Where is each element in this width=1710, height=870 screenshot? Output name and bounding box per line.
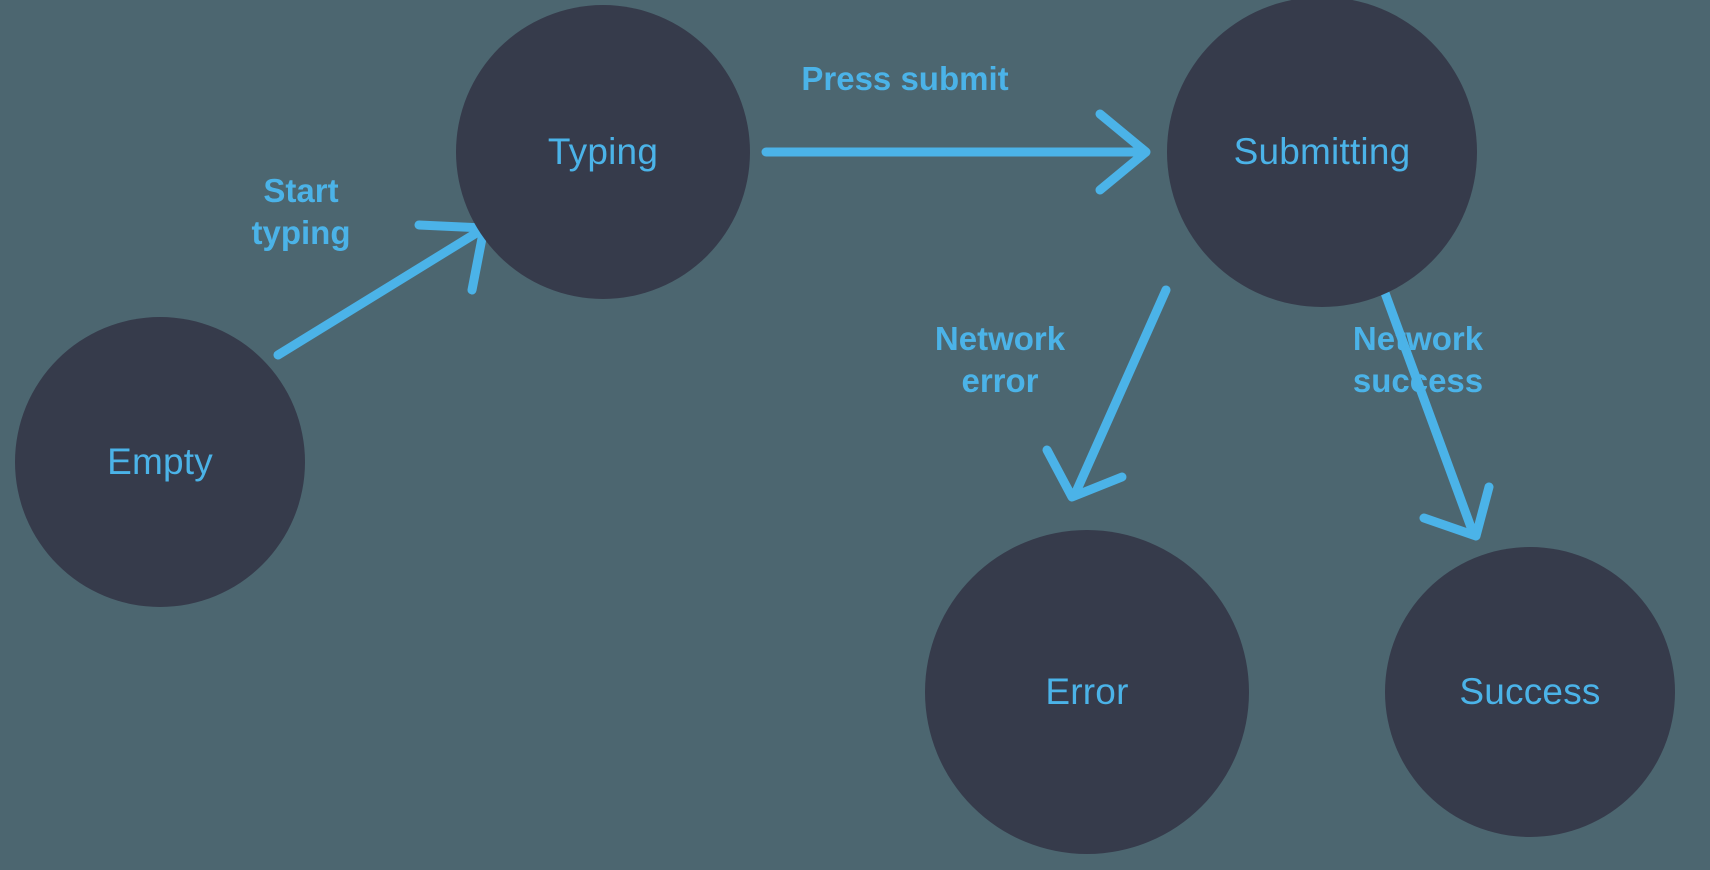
- state-node-typing[interactable]: Typing: [456, 5, 750, 299]
- edge-label-network-error: Network error: [934, 320, 1066, 399]
- edge-line-empty-to-typing: [273, 227, 483, 360]
- edge-label-start-typing: Start typing: [251, 172, 351, 251]
- arrowhead-submitting-to-success: [1419, 482, 1494, 541]
- state-node-success-label: Success: [1459, 670, 1601, 712]
- edge-typing-to-submitting[interactable]: [761, 109, 1151, 195]
- arrowhead-typing-to-submitting: [1095, 109, 1151, 195]
- state-node-typing-label: Typing: [547, 130, 659, 172]
- state-node-error-label: Error: [1045, 670, 1129, 712]
- arrowhead-submitting-to-error: [1042, 445, 1127, 502]
- state-node-success[interactable]: Success: [1385, 547, 1675, 837]
- edge-submitting-to-error[interactable]: [1042, 285, 1171, 502]
- edge-line-submitting-to-success: [1380, 288, 1477, 535]
- state-node-error[interactable]: Error: [925, 530, 1249, 854]
- state-node-submitting-label: Submitting: [1233, 130, 1411, 172]
- state-node-submitting[interactable]: Submitting: [1167, 0, 1477, 307]
- edge-label-network-success: Network success: [1352, 320, 1484, 399]
- state-node-empty[interactable]: Empty: [15, 317, 305, 607]
- edge-label-press-submit: Press submit: [801, 60, 1009, 97]
- edge-submitting-to-success[interactable]: [1380, 288, 1494, 541]
- state-node-empty-label: Empty: [107, 440, 213, 482]
- edge-line-submitting-to-error: [1071, 285, 1171, 497]
